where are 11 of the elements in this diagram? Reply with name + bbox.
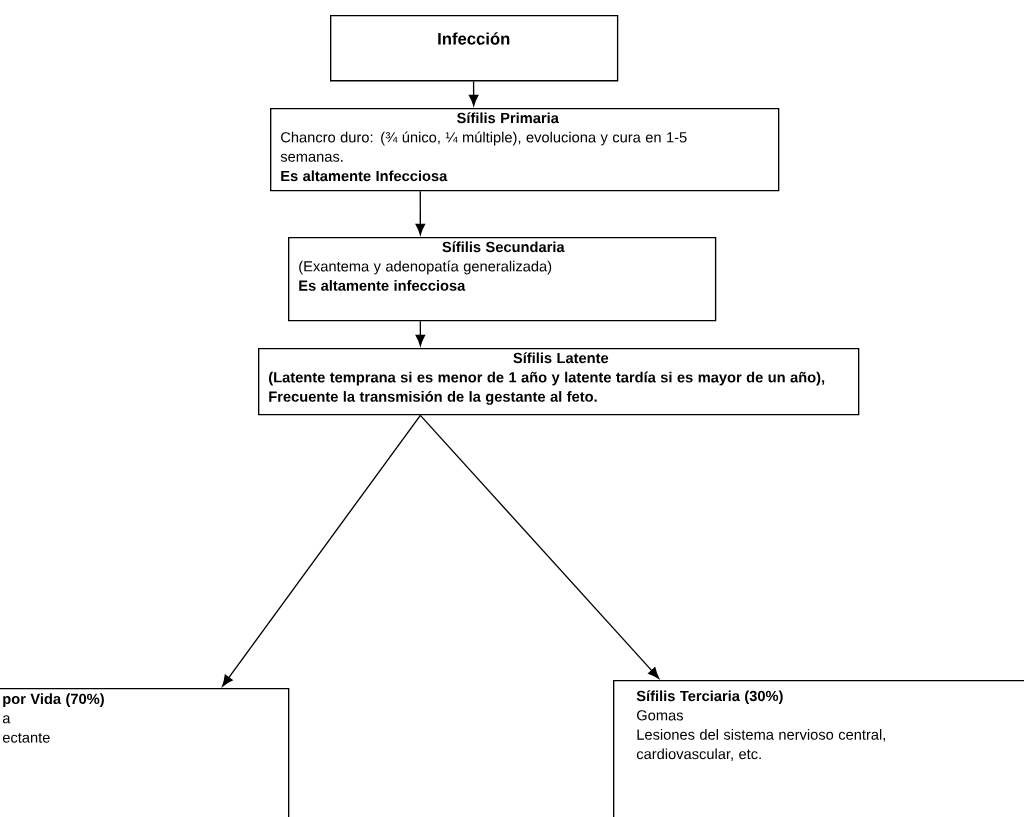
- process-box: por Vida (70%) a ectante: [0, 688, 290, 817]
- process-box: Sífilis Secundaria (Exantema y adenopatía generalizada) Es altamente infecciosa: [288, 237, 717, 322]
- arrow: [415, 320, 426, 347]
- arrow: [415, 190, 426, 236]
- process-box: Sífilis Terciaria (30%) Gomas Lesiones del sistema nervioso central, cardiovascular, etc.: [613, 680, 1024, 817]
- process-box: Infección: [330, 15, 619, 82]
- process-box: Sífilis Primaria Chancro duro: (¾ único, ¼ múltiple), evoluciona y cura en 1-5 semanas. Es altamente Infecciosa: [270, 108, 780, 192]
- arrow: [419, 414, 660, 679]
- arrow: [468, 80, 479, 107]
- process-box: Sífilis Latente (Latente temprana si es menor de 1 año y latente tardía si es mayor de un año), Frecuente la transmisión de la gestante al feto.: [258, 348, 860, 416]
- arrow: [222, 414, 422, 687]
